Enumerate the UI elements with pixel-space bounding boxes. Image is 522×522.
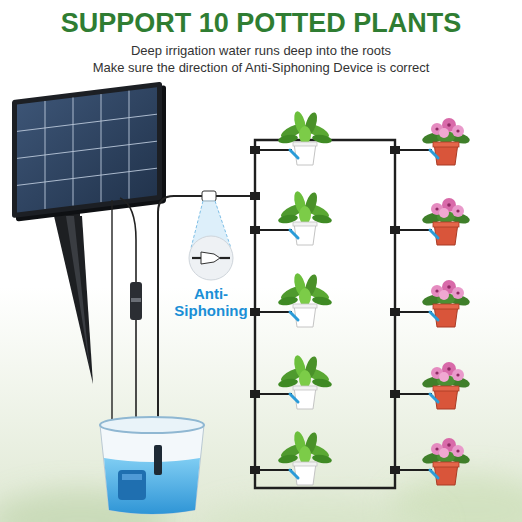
title: SUPPORT 10 POTTED PLANTS bbox=[5, 8, 517, 39]
callout-label: Anti-Siphoning bbox=[166, 285, 256, 320]
subtitle-line: Deep irrigation water runs deep into the… bbox=[5, 44, 517, 59]
subtitle-line: Make sure the direction of Anti-Siphonin… bbox=[5, 61, 517, 76]
